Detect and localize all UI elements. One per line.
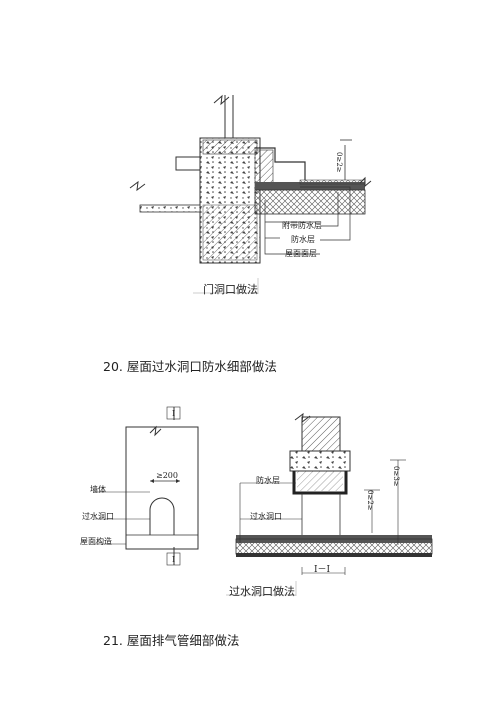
section-number: 21. — [103, 633, 123, 648]
section-mark-top: I — [172, 409, 176, 418]
section-label: I－I — [314, 565, 331, 575]
dimension-label: 0≥2≥ — [335, 152, 343, 173]
dimension-label-b: 0≥3≥ — [392, 466, 400, 487]
figure1-caption: 门洞口做法 — [203, 283, 258, 296]
figure2-caption: 过水洞口做法 — [229, 585, 295, 598]
section-number: 20. — [103, 359, 123, 374]
label-roof-surface-layer: 屋面面层 — [285, 249, 317, 258]
label-drain-opening: 过水洞口 — [82, 512, 114, 521]
section-title: 屋面过水洞口防水细部做法 — [126, 359, 277, 374]
label-right-waterproof-layer: 防水层 — [256, 476, 280, 485]
label-waterproof-layer: 防水层 — [291, 235, 315, 244]
section-20-heading: 20. 屋面过水洞口防水细部做法 — [103, 356, 277, 375]
width-dimension: ≥200 — [156, 471, 178, 480]
label-wall: 墙体 — [90, 485, 106, 494]
label-right-drain-opening: 过水洞口 — [250, 512, 282, 521]
section-title: 屋面排气管细部做法 — [126, 633, 240, 648]
section-21-heading: 21. 屋面排气管细部做法 — [103, 630, 239, 649]
dimension-label-a: 0≥2≥ — [366, 490, 374, 511]
door-opening-detail-drawing — [129, 94, 372, 294]
label-roof-construction: 屋面构造 — [80, 537, 112, 546]
label-additional-waterproof-layer: 附带防水层 — [282, 221, 322, 230]
section-mark-bottom: I — [172, 555, 176, 564]
drain-opening-detail-drawing — [95, 406, 433, 596]
